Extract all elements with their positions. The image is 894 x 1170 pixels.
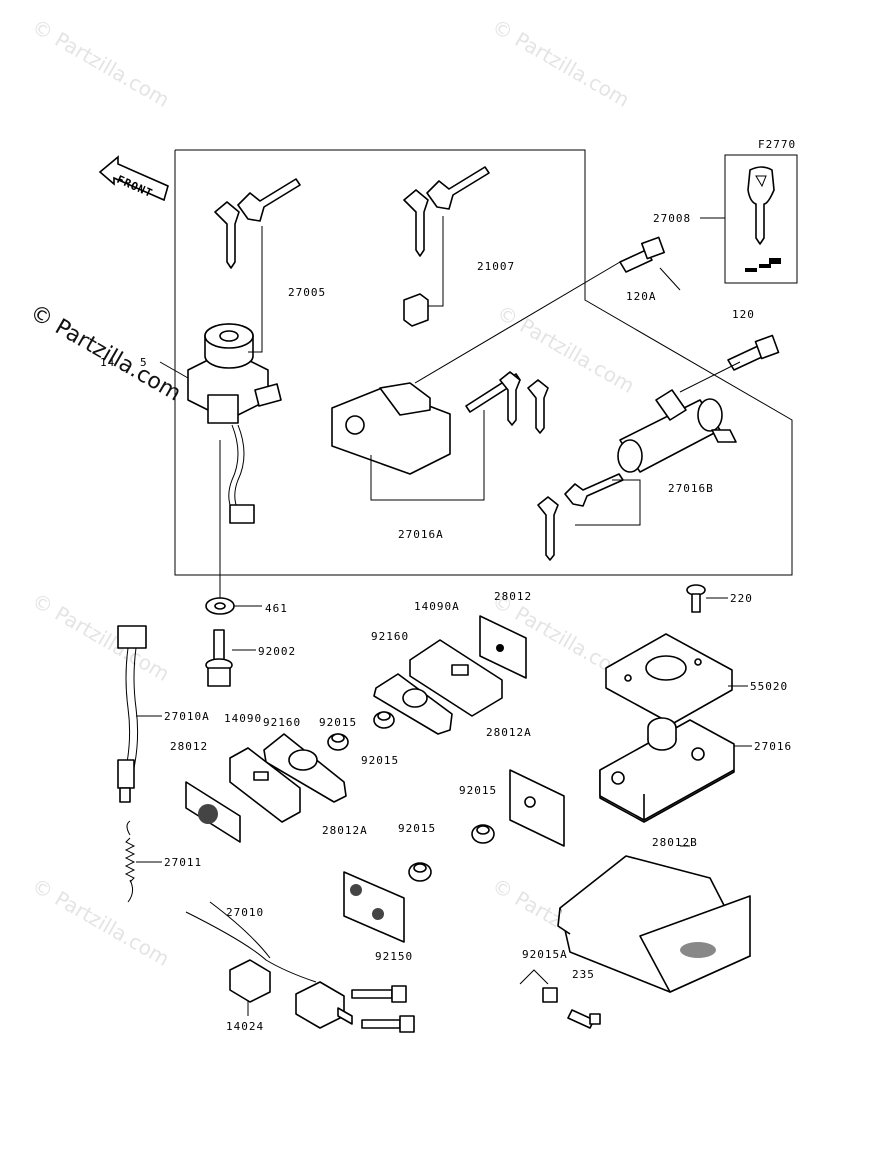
label-27016A: 27016A bbox=[398, 528, 444, 541]
spring-27011 bbox=[124, 820, 136, 903]
cover-28012B bbox=[557, 855, 751, 993]
label-92015-right: 92015 bbox=[459, 784, 497, 797]
label-92150: 92150 bbox=[375, 950, 413, 963]
screw-235 bbox=[567, 1009, 601, 1029]
nut-92015-top bbox=[373, 711, 395, 729]
pad-28012A-bottom bbox=[343, 871, 405, 943]
label-14: 14 bbox=[100, 356, 115, 369]
label-14024: 14024 bbox=[226, 1020, 264, 1033]
bolt-92002 bbox=[205, 629, 233, 687]
label-92015-top: 92015 bbox=[319, 716, 357, 729]
cover-14024 bbox=[229, 959, 271, 1003]
label-92002: 92002 bbox=[258, 645, 296, 658]
switch-14090 bbox=[229, 747, 301, 823]
label-28012-left: 28012 bbox=[170, 740, 208, 753]
label-120A: 120A bbox=[626, 290, 657, 303]
bolt-120A bbox=[619, 236, 665, 273]
switch-14090A bbox=[409, 639, 503, 717]
ignition-switch bbox=[187, 323, 282, 524]
label-92015-bottom: 92015 bbox=[398, 822, 436, 835]
collar-92015A bbox=[542, 987, 558, 1003]
pad-28012-top bbox=[479, 615, 527, 679]
front-arrow-icon: FRONT bbox=[98, 155, 169, 202]
switch-27010A bbox=[117, 625, 147, 803]
plate-92160-top bbox=[373, 673, 453, 735]
nut-92015-mid bbox=[327, 733, 349, 751]
plate-92160-mid bbox=[263, 733, 347, 803]
label-27016: 27016 bbox=[754, 740, 792, 753]
nut-92015-bottom bbox=[408, 862, 432, 882]
washer-461 bbox=[205, 597, 235, 615]
label-27016B: 27016B bbox=[668, 482, 714, 495]
label-14090A: 14090A bbox=[414, 600, 460, 613]
switch-27010 bbox=[185, 901, 353, 1029]
figure-code: F2770 bbox=[758, 138, 796, 151]
helmet-lock-27016B bbox=[537, 389, 737, 561]
label-92015A: 92015A bbox=[522, 948, 568, 961]
label-5: 5 bbox=[140, 356, 148, 369]
key-set-21007 bbox=[403, 166, 490, 327]
label-235: 235 bbox=[572, 968, 595, 981]
label-27008: 27008 bbox=[653, 212, 691, 225]
label-27010: 27010 bbox=[226, 906, 264, 919]
nut-92015-right bbox=[471, 824, 495, 844]
label-92160-top: 92160 bbox=[371, 630, 409, 643]
bolt-120 bbox=[727, 334, 780, 371]
label-27005: 27005 bbox=[288, 286, 326, 299]
label-92015-mid: 92015 bbox=[361, 754, 399, 767]
label-92160-mid: 92160 bbox=[263, 716, 301, 729]
pad-28012-left bbox=[185, 781, 241, 843]
label-28012A-right: 28012A bbox=[486, 726, 532, 739]
screws-92150 bbox=[351, 985, 415, 1033]
label-14090: 14090 bbox=[224, 712, 262, 725]
label-27011: 27011 bbox=[164, 856, 202, 869]
seat-lock-27016A bbox=[331, 371, 549, 475]
pad-28012A-right bbox=[509, 769, 565, 847]
label-461: 461 bbox=[265, 602, 288, 615]
key-inset-box: F2770 bbox=[724, 138, 798, 284]
label-27010A: 27010A bbox=[164, 710, 210, 723]
label-28012A-bottom: 28012A bbox=[322, 824, 368, 837]
label-120: 120 bbox=[732, 308, 755, 321]
main-frame bbox=[174, 149, 793, 576]
label-220: 220 bbox=[730, 592, 753, 605]
key-set-27005 bbox=[214, 178, 301, 269]
screw-220 bbox=[686, 584, 706, 613]
label-55020: 55020 bbox=[750, 680, 788, 693]
plate-55020 bbox=[605, 633, 733, 725]
label-21007: 21007 bbox=[477, 260, 515, 273]
bracket-27016 bbox=[599, 717, 735, 823]
label-28012-top: 28012 bbox=[494, 590, 532, 603]
label-28012B: 28012B bbox=[652, 836, 698, 849]
